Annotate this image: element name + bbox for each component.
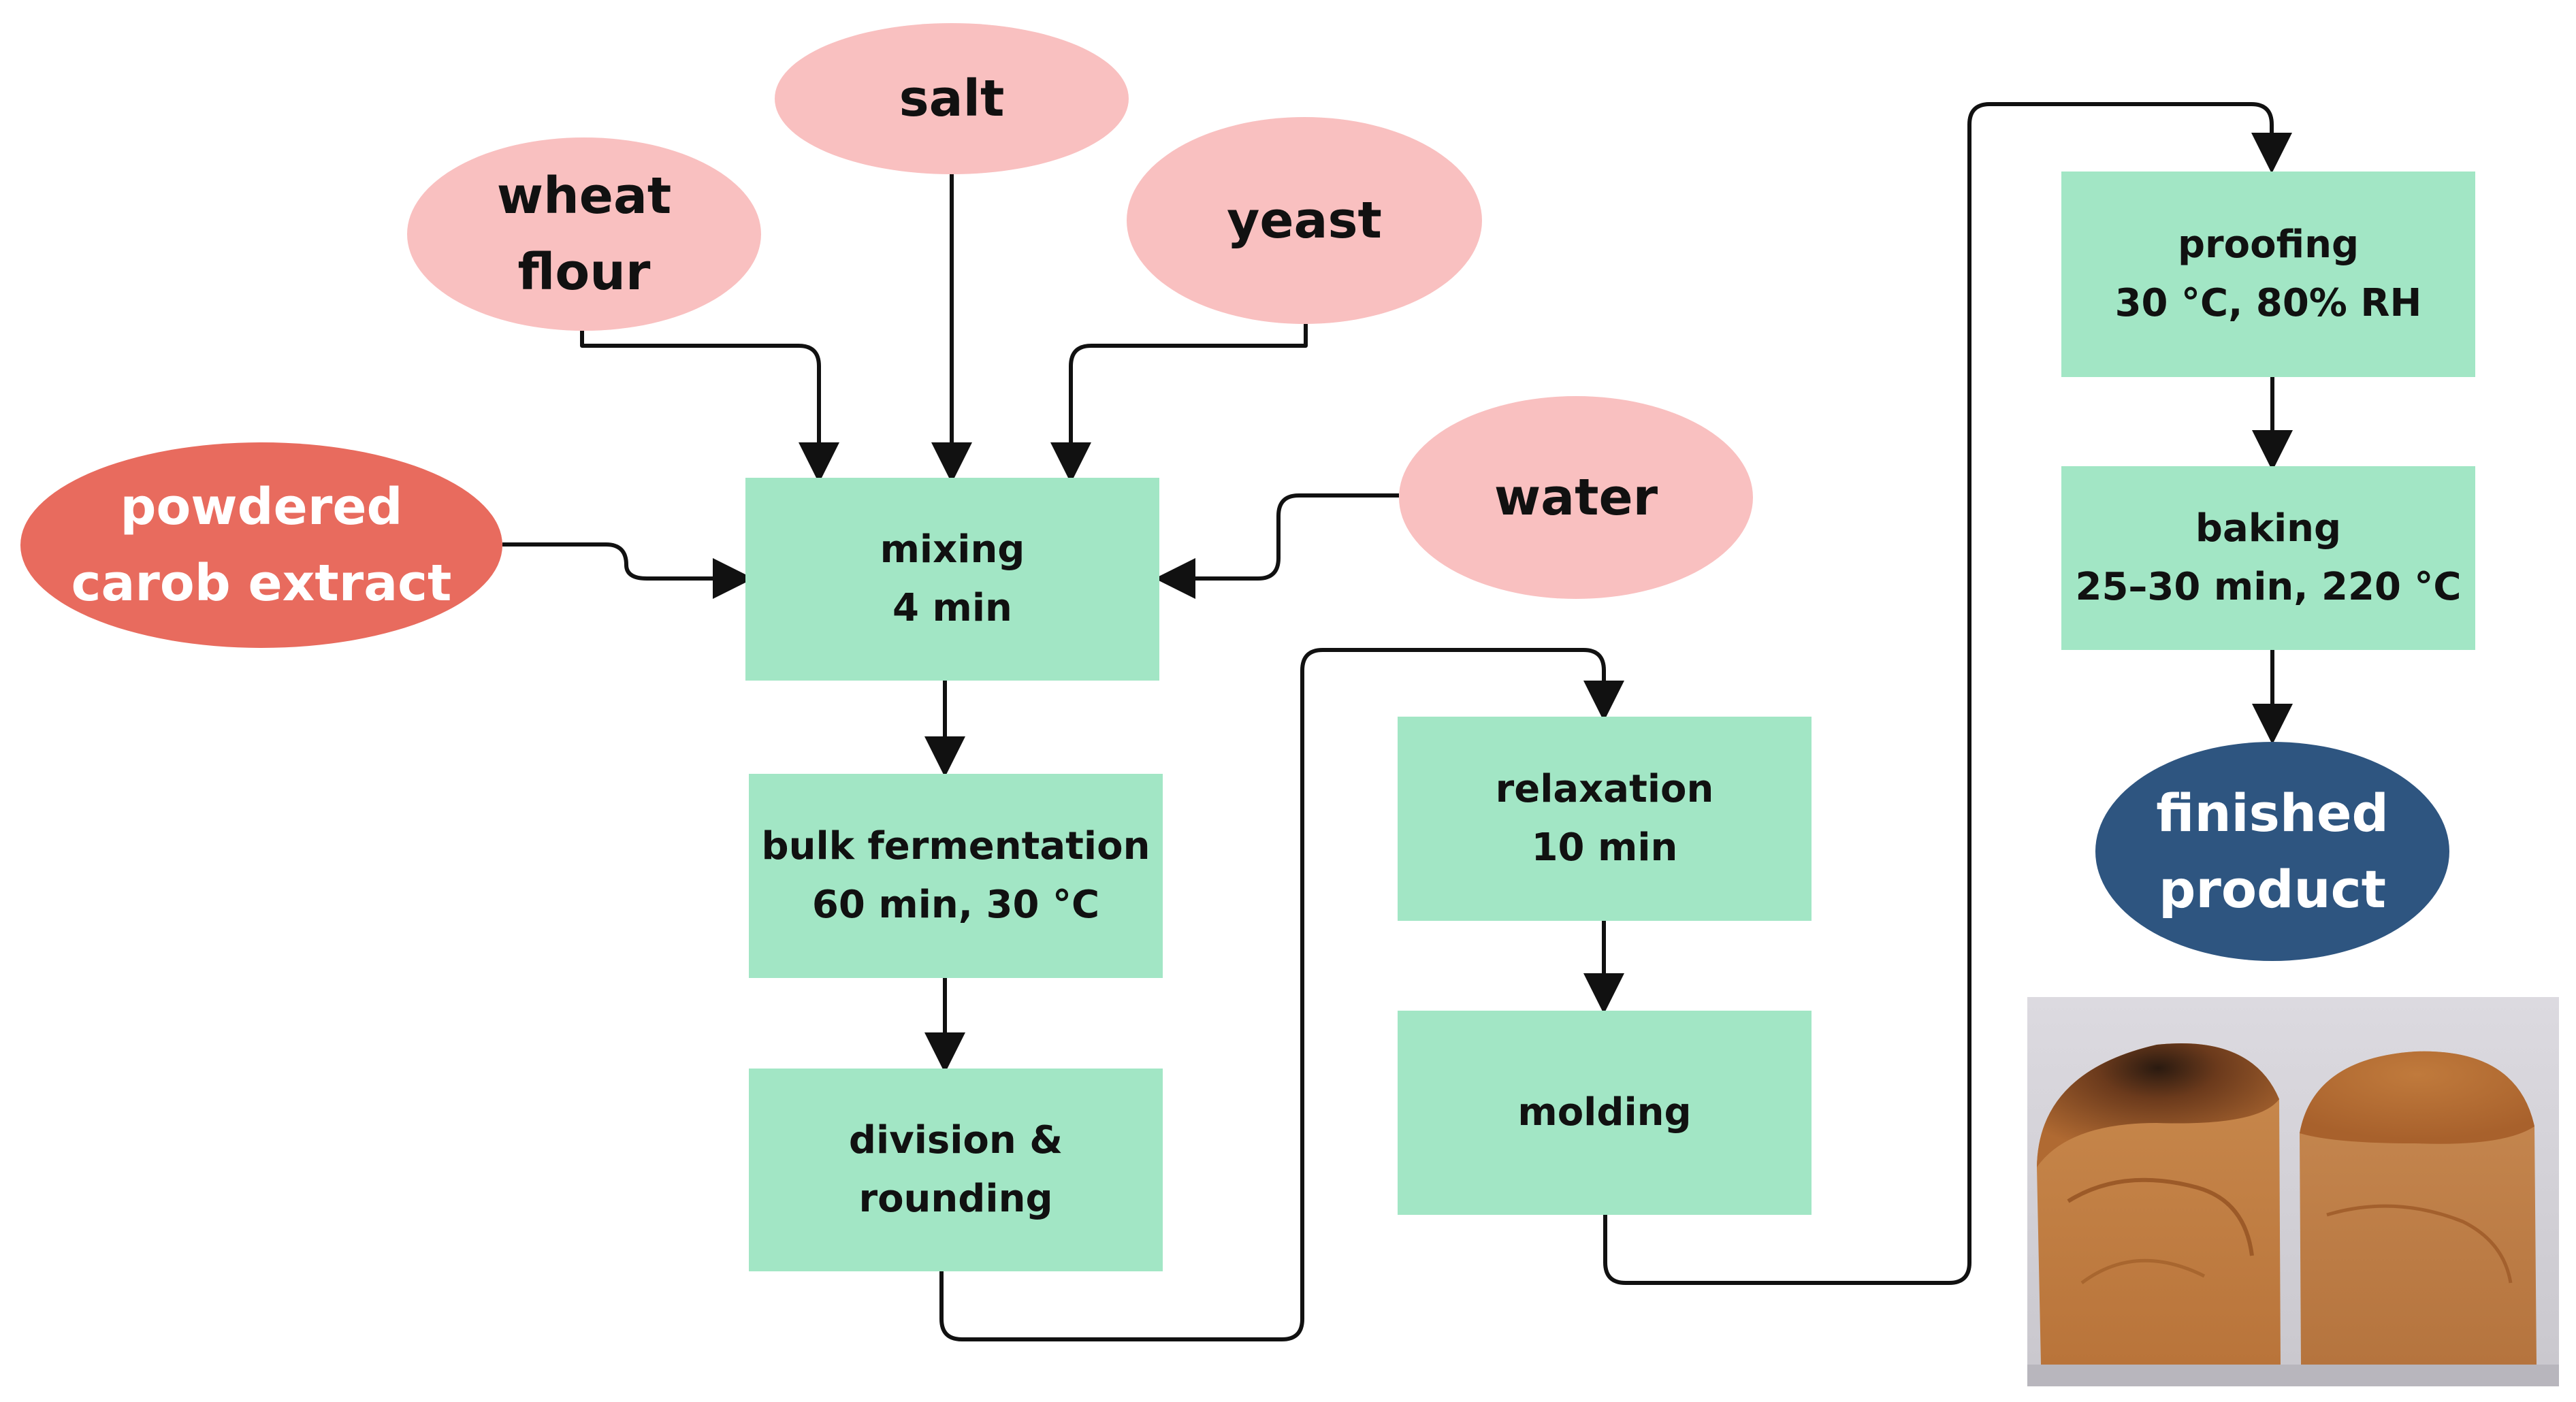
- step-mixing: mixing 4 min: [745, 478, 1159, 681]
- proofing-label: proofing: [2177, 223, 2360, 267]
- mixing-label: mixing: [880, 527, 1025, 572]
- division-label-line-1: division &: [848, 1118, 1063, 1162]
- finished-product-node: finished product: [2095, 742, 2449, 961]
- step-relaxation: relaxation 10 min: [1398, 717, 1812, 921]
- finished-product-label-line-2: product: [2159, 859, 2386, 919]
- step-baking: baking 25–30 min, 220 °C: [2061, 466, 2475, 650]
- step-molding: molding: [1398, 1011, 1812, 1215]
- ingredient-water: water: [1399, 396, 1753, 599]
- ingredient-salt: salt: [775, 23, 1129, 174]
- step-bulk-fermentation: bulk fermentation 60 min, 30 °C: [749, 774, 1163, 978]
- wheat-flour-label-line-2: flour: [517, 243, 651, 301]
- step-proofing: proofing 30 °C, 80% RH: [2061, 172, 2475, 377]
- yeast-label: yeast: [1227, 191, 1382, 250]
- arrow-division-to-relaxation: [939, 648, 1624, 1341]
- water-label: water: [1494, 468, 1658, 527]
- bread-loaves-photo: [2027, 997, 2559, 1386]
- bulk-fermentation-label: bulk fermentation: [761, 824, 1150, 868]
- carob-label-line-2: carob extract: [71, 554, 452, 613]
- proofing-detail: 30 °C, 80% RH: [2114, 281, 2422, 325]
- arrow-carob-to-mixing: [502, 542, 754, 599]
- bulk-fermentation-detail: 60 min, 30 °C: [811, 883, 1100, 927]
- relaxation-detail: 10 min: [1531, 826, 1678, 870]
- ingredient-powdered-carob-extract: powdered carob extract: [20, 442, 502, 648]
- arrow-yeast-to-mixing: [1050, 324, 1308, 483]
- finished-product-label-line-1: finished: [2156, 783, 2389, 843]
- relaxation-label: relaxation: [1495, 767, 1714, 811]
- salt-label: salt: [899, 69, 1005, 128]
- baking-label: baking: [2195, 506, 2342, 551]
- baking-detail: 25–30 min, 220 °C: [2075, 565, 2462, 609]
- mixing-detail: 4 min: [892, 586, 1012, 630]
- molding-label: molding: [1517, 1090, 1692, 1135]
- arrow-molding-to-proofing: [1603, 102, 2292, 1285]
- ingredient-wheat-flour: wheat flour: [407, 137, 761, 331]
- arrow-wheat-to-mixing: [580, 331, 839, 483]
- carob-label-line-1: powdered: [120, 478, 403, 536]
- arrow-water-to-mixing: [1155, 493, 1399, 599]
- wheat-flour-label-line-1: wheat: [496, 167, 672, 225]
- ingredient-yeast: yeast: [1127, 117, 1482, 324]
- division-label-line-2: rounding: [858, 1177, 1053, 1221]
- step-division-rounding: division & rounding: [749, 1069, 1163, 1271]
